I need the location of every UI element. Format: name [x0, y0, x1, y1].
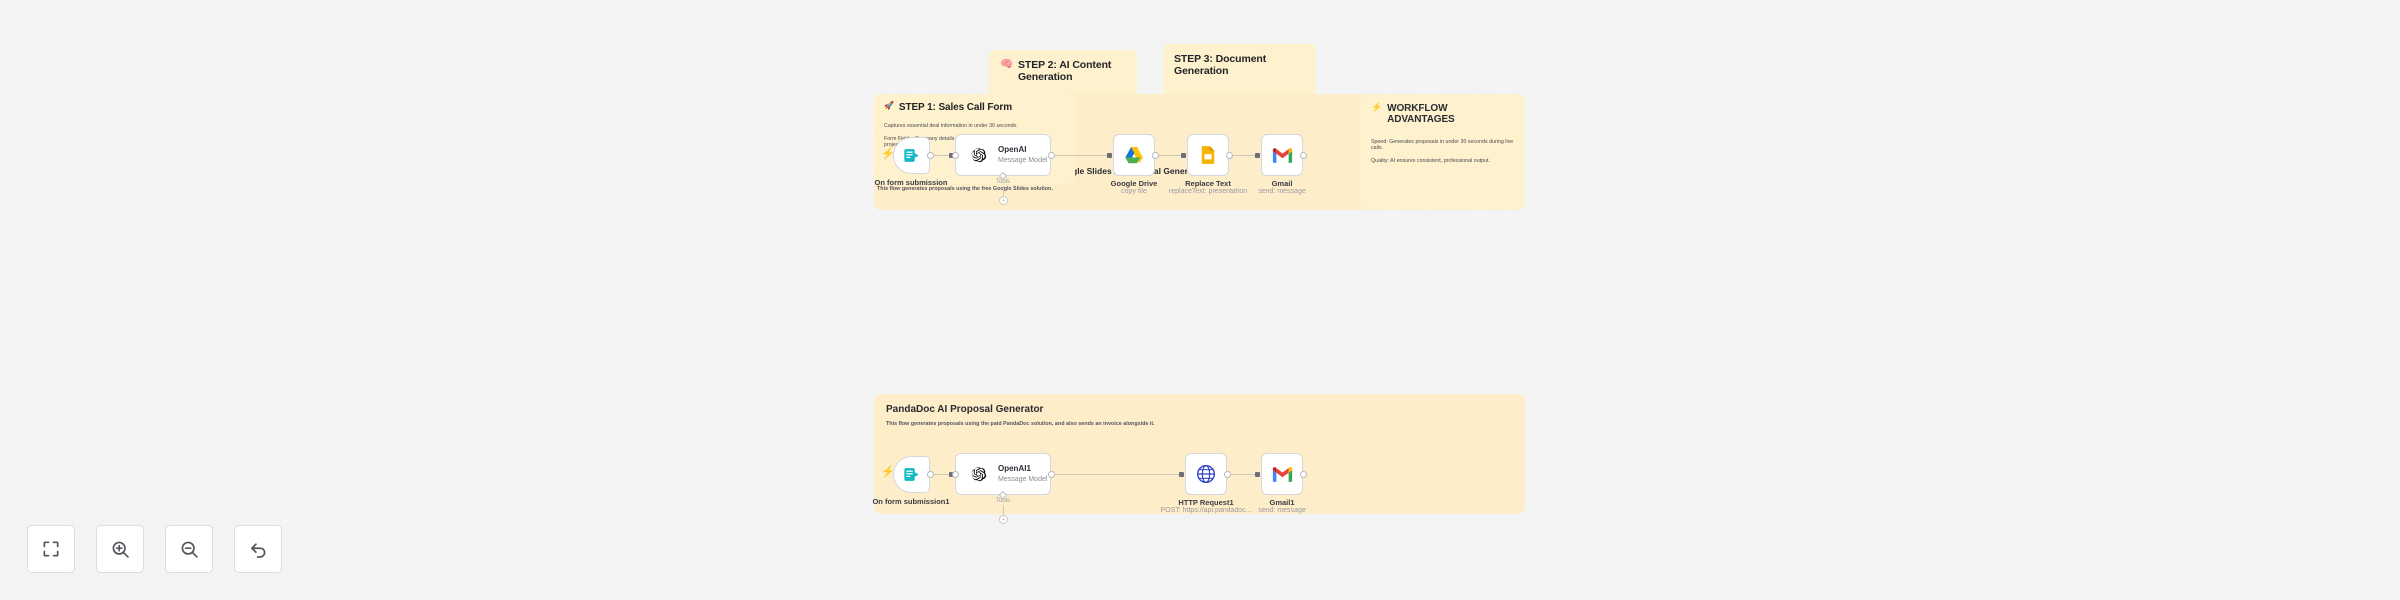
node-name: On form submission1 [872, 497, 950, 506]
node-label-replace-text: Replace Text replaceText: presentation [1169, 179, 1247, 197]
node-label-google-drive: Google Drive copy file [1111, 179, 1158, 197]
openai-icon [971, 466, 987, 481]
node-label-on-form-submission1: On form submission1 [872, 497, 949, 506]
node-name: On form submission [874, 178, 948, 187]
node-operation: Message Model [998, 475, 1048, 483]
globe-icon [1197, 465, 1215, 483]
zoom-out-button[interactable] [165, 525, 213, 573]
lightning-bolt-icon: ⚡ [1371, 102, 1383, 112]
zoom-out-icon [181, 541, 198, 558]
node-operation: copy file [1121, 188, 1147, 196]
note-paragraph: Quality: AI ensures consistent, professi… [1371, 158, 1490, 164]
output-port[interactable] [1048, 471, 1055, 478]
node-operation: send: message [1258, 507, 1306, 515]
node-name: HTTP Request1 [1178, 498, 1234, 507]
zoom-in-button[interactable] [96, 525, 144, 573]
node-operation: POST: https://api.pandadoc... [1160, 507, 1252, 515]
node-name: OpenAI [998, 144, 1027, 154]
form-icon [904, 149, 919, 162]
node-openai[interactable]: OpenAI Message Model [955, 134, 1051, 176]
output-port[interactable] [1152, 152, 1159, 159]
canvas-zoom-toolbar [27, 525, 282, 573]
output-port[interactable] [1300, 152, 1307, 159]
input-port[interactable] [1107, 153, 1112, 158]
node-gmail1[interactable] [1261, 453, 1303, 495]
rocket-icon: 🚀 [884, 101, 894, 110]
node-on-form-submission[interactable] [893, 137, 930, 174]
connector [1231, 474, 1258, 475]
output-port[interactable] [1048, 152, 1055, 159]
reset-zoom-button[interactable] [234, 525, 282, 573]
input-port[interactable] [1255, 472, 1260, 477]
openai-icon [971, 147, 987, 162]
tools-port-label: Tools [995, 179, 1011, 185]
input-port[interactable] [949, 472, 954, 477]
note-paragraph: Speed: Generates proposals in under 30 s… [1371, 139, 1514, 151]
node-label-http-request1: HTTP Request1 POST: https://api.pandadoc… [1160, 498, 1251, 516]
add-tool-button[interactable]: + [999, 196, 1008, 205]
tools-port-label: Tools [995, 498, 1011, 504]
google-drive-icon [1124, 146, 1143, 163]
node-name: Google Drive [1110, 179, 1158, 188]
connector-vertical [1003, 186, 1004, 198]
node-operation: send: message [1258, 188, 1306, 196]
node-name: Replace Text [1185, 179, 1231, 188]
trigger-bolt-icon: ⚡ [881, 466, 895, 478]
fit-screen-icon [43, 541, 59, 557]
connector [1233, 155, 1258, 156]
node-name: OpenAI1 [998, 463, 1031, 473]
node-name: Gmail [1271, 179, 1293, 188]
add-tool-button[interactable]: + [999, 515, 1008, 524]
node-openai1[interactable]: OpenAI1 Message Model [955, 453, 1051, 495]
trigger-bolt-icon: ⚡ [881, 148, 895, 160]
zoom-in-icon [112, 541, 129, 558]
node-operation: replaceText: presentation [1168, 188, 1248, 196]
connector [934, 155, 952, 156]
node-name: Gmail1 [1269, 498, 1295, 507]
note-title-text: STEP 2: AI Content Generation [1017, 59, 1112, 83]
note-paragraph: Captures essential deal information in u… [884, 123, 1018, 129]
flow-title-pandadoc: PandaDoc AI Proposal Generator [886, 404, 1044, 415]
node-label-on-form-submission: On form submission [875, 178, 948, 187]
zoom-to-fit-button[interactable] [27, 525, 75, 573]
input-port[interactable] [952, 152, 959, 159]
input-port[interactable] [952, 471, 959, 478]
gmail-icon [1272, 467, 1292, 482]
flow-subtitle-google-slides: This flow generates proposals using the … [877, 186, 1053, 192]
note-title-text: STEP 3: Document Generation [1174, 53, 1267, 77]
output-port[interactable] [927, 152, 934, 159]
input-port[interactable] [1255, 153, 1260, 158]
output-port[interactable] [927, 471, 934, 478]
form-icon [904, 468, 919, 481]
output-port[interactable] [1226, 152, 1233, 159]
sticky-note-workflow-advantages[interactable]: ⚡ WORKFLOW ADVANTAGES Speed: Generates p… [1360, 94, 1525, 210]
output-port[interactable] [1224, 471, 1231, 478]
connector [1055, 474, 1182, 475]
output-port[interactable] [1300, 471, 1307, 478]
node-label-gmail: Gmail send: message [1258, 179, 1305, 197]
input-port[interactable] [1181, 153, 1186, 158]
brain-icon: 🧠 [1000, 58, 1013, 70]
connector-vertical [1003, 505, 1004, 517]
google-slides-icon [1201, 146, 1215, 164]
gmail-icon [1272, 148, 1292, 163]
flow-subtitle-pandadoc: This flow generates proposals using the … [886, 421, 1155, 427]
connector [1159, 155, 1184, 156]
input-port[interactable] [949, 153, 954, 158]
connector [934, 474, 952, 475]
node-google-drive[interactable] [1113, 134, 1155, 176]
node-label-gmail1: Gmail1 send: message [1258, 498, 1305, 516]
node-gmail[interactable] [1261, 134, 1303, 176]
undo-arrow-icon [250, 542, 265, 558]
node-http-request1[interactable] [1185, 453, 1227, 495]
input-port[interactable] [1179, 472, 1184, 477]
note-title-text: WORKFLOW ADVANTAGES [1387, 103, 1455, 125]
node-operation: Message Model [998, 156, 1048, 164]
node-on-form-submission1[interactable] [893, 456, 930, 493]
node-replace-text[interactable] [1187, 134, 1229, 176]
connector [1055, 155, 1110, 156]
note-title-text: STEP 1: Sales Call Form [898, 102, 1012, 113]
